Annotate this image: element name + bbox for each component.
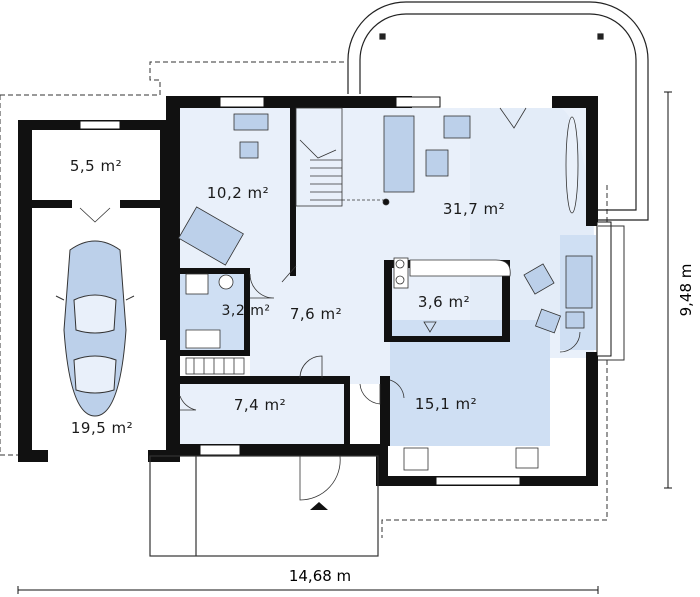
room-area-hall: 7,6 m² <box>289 305 343 323</box>
room-area-kitchen: 15,1 m² <box>414 395 478 413</box>
dimension-lines <box>17 91 672 594</box>
furniture <box>178 113 593 471</box>
dimension-depth: 9,48 m <box>677 263 695 317</box>
windows <box>79 96 612 486</box>
dimension-width: 14,68 m <box>288 567 352 585</box>
room-area-garage: 19,5 m² <box>70 419 134 437</box>
doors <box>79 107 581 411</box>
room-area-living-room: 31,7 m² <box>442 200 506 218</box>
room-area-pantry: 3,6 m² <box>417 293 471 311</box>
bay-window <box>598 225 625 361</box>
room-area-vestibule: 7,4 m² <box>233 396 287 414</box>
porch <box>149 455 379 557</box>
room-area-garage-storage: 5,5 m² <box>69 157 123 175</box>
car <box>55 240 135 417</box>
stairs <box>295 107 390 207</box>
terrace <box>347 1 649 221</box>
room-area-study: 10,2 m² <box>206 184 270 202</box>
room-area-bathroom: 3,2 m² <box>221 303 271 319</box>
